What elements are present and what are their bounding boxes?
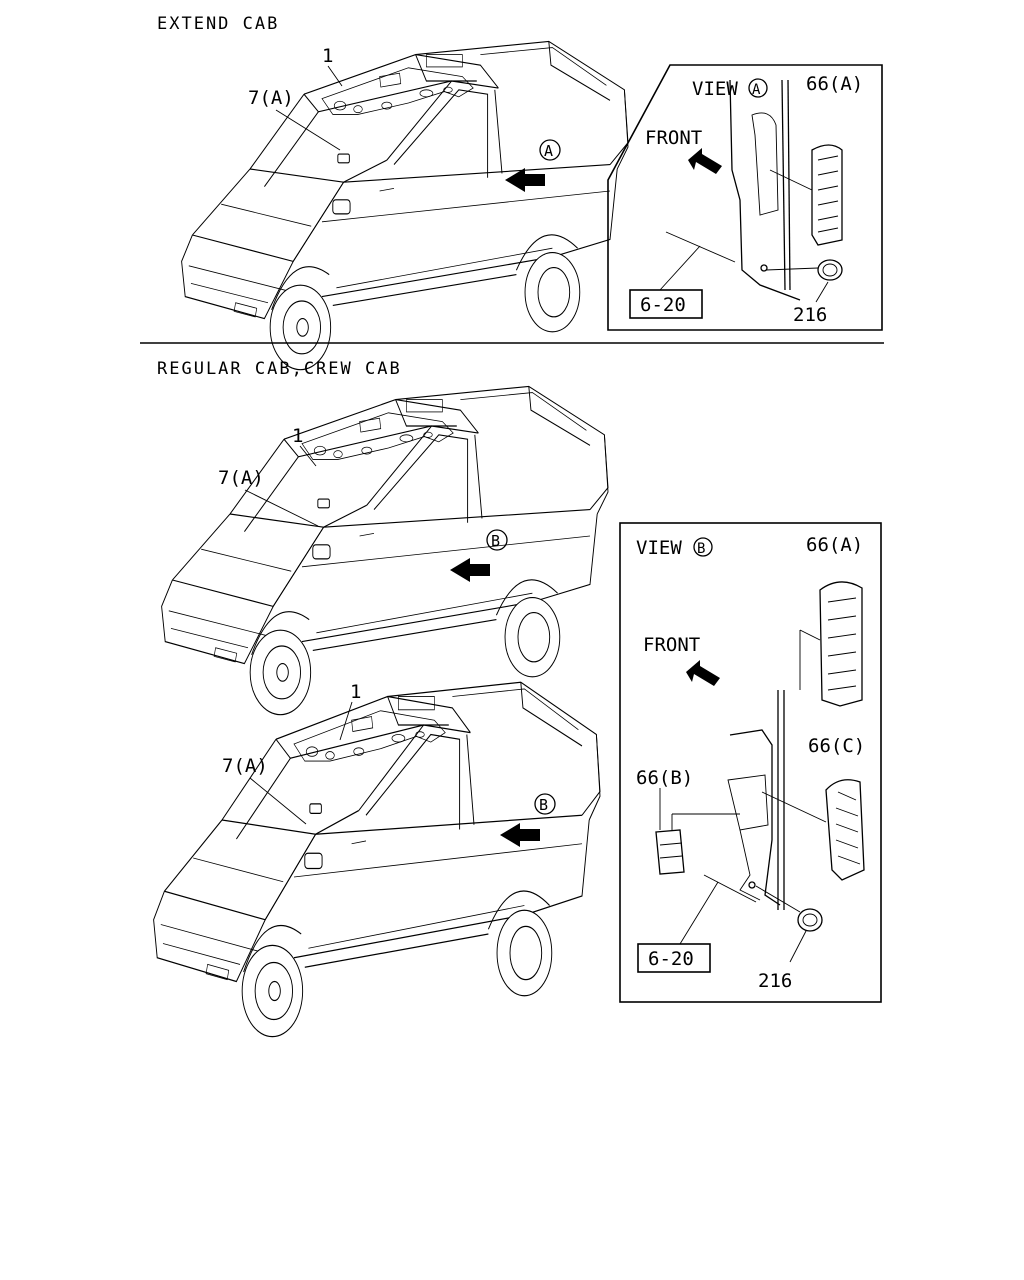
clip-66b-view-b — [655, 788, 740, 875]
view-a-indicator: A — [505, 139, 561, 192]
vent-66a-view-a — [769, 144, 843, 246]
arrow-icon — [450, 558, 490, 582]
view-a-front-label: FRONT — [645, 127, 702, 149]
crew-cab-truck — [152, 681, 601, 1038]
view-b-front-label: FRONT — [643, 634, 700, 656]
view-b-label-216: 216 — [758, 970, 792, 992]
leader-7a-crew — [249, 777, 307, 825]
arrow-icon — [505, 168, 545, 192]
svg-text:A: A — [752, 82, 761, 98]
view-b-label-66a: 66(A) — [806, 534, 863, 556]
section-title-extend-cab: EXTEND CAB — [157, 14, 279, 34]
vent-66a-view-b — [799, 581, 863, 707]
view-b-ref-box — [637, 943, 711, 973]
view-a-detail: VIEW A 66(A) FRONT 216 6-20 — [607, 64, 883, 331]
view-a-circle — [748, 78, 768, 98]
grommet-216-view-a — [817, 259, 843, 281]
view-b-circle — [693, 537, 713, 557]
callout-7a-crew: 7(A) — [222, 755, 268, 777]
callout-part-1-regular: 1 — [292, 425, 303, 447]
view-b-indicator-regular: B — [450, 529, 508, 582]
leader-7a-top — [275, 109, 341, 151]
view-a-label-66a: 66(A) — [806, 73, 863, 95]
svg-text:B: B — [491, 532, 500, 550]
callout-part-1-crew: 1 — [350, 681, 361, 703]
callout-7a-top: 7(A) — [248, 87, 294, 109]
svg-text:B: B — [697, 541, 705, 557]
view-a-title: VIEW — [692, 78, 738, 100]
leader-7a-regular — [244, 489, 319, 527]
svg-text:A: A — [544, 142, 553, 160]
regular-cab-truck — [161, 385, 609, 716]
front-arrow-icon — [688, 148, 722, 174]
front-arrow-icon — [686, 660, 720, 686]
view-a-ref-label: 6-20 — [640, 294, 686, 316]
callout-part-1-top: 1 — [322, 45, 333, 67]
view-b-detail: VIEW B 66(A) FRONT 66(C) 66(B) — [619, 522, 882, 1003]
vent-66c-view-b — [761, 779, 865, 881]
callout-7a-regular: 7(A) — [218, 467, 264, 489]
grommet-216-view-b — [797, 908, 823, 932]
view-b-indicator-crew: B — [500, 793, 556, 847]
view-a-label-216: 216 — [793, 304, 827, 326]
leader-part-1-top — [327, 65, 343, 87]
leader-part-1-crew — [339, 701, 353, 741]
svg-text:B: B — [539, 796, 548, 814]
view-b-label-66b: 66(B) — [636, 767, 693, 789]
view-b-title: VIEW — [636, 537, 682, 559]
arrow-icon — [500, 823, 540, 847]
section-title-regular-crew-cab: REGULAR CAB,CREW CAB — [157, 359, 402, 379]
view-b-label-66c: 66(C) — [808, 735, 865, 757]
leader-part-1-regular — [299, 445, 317, 467]
view-a-ref-box — [629, 289, 703, 319]
view-b-ref-label: 6-20 — [648, 948, 694, 970]
